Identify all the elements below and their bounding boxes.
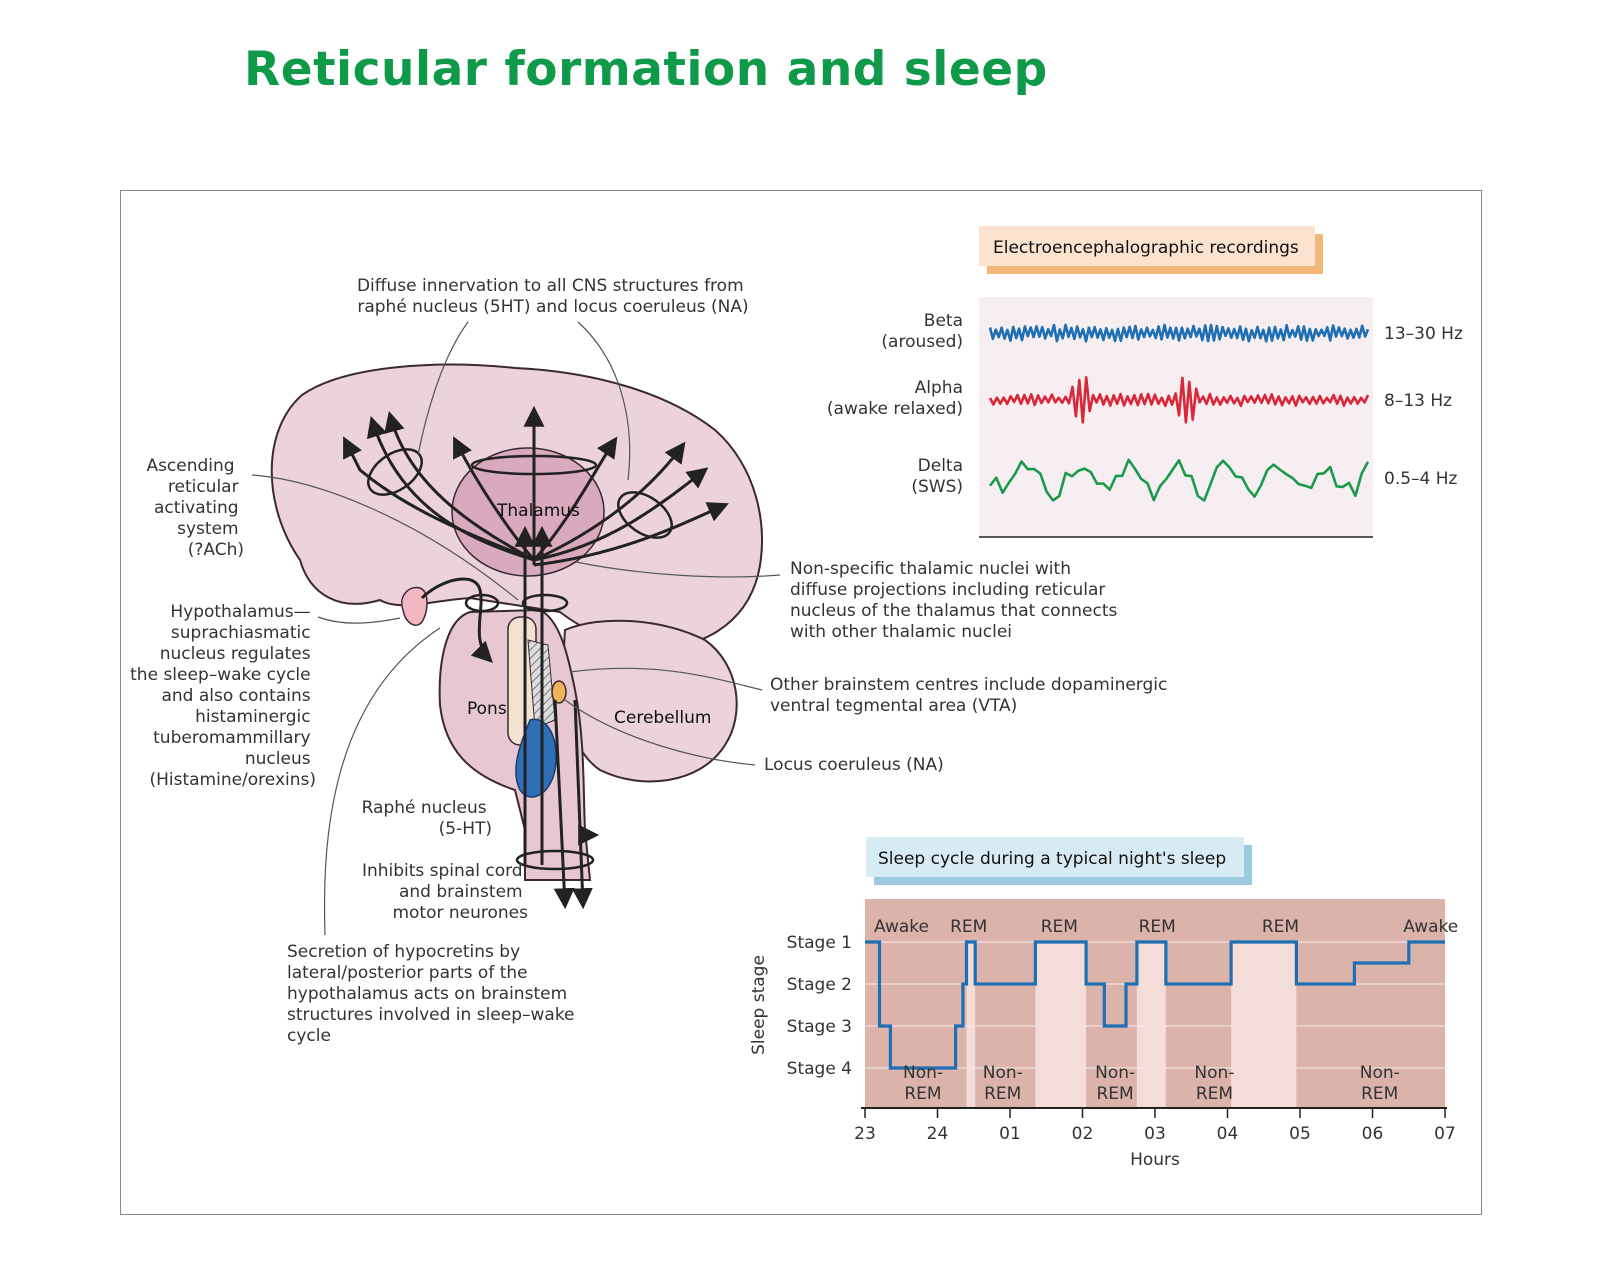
eeg-header: Electroencephalographic recordings bbox=[993, 238, 1299, 258]
eeg-trace-beta bbox=[988, 323, 1370, 343]
ascending-pathways bbox=[343, 405, 729, 865]
hypnogram-line bbox=[865, 940, 1445, 1070]
eeg-trace-delta bbox=[988, 458, 1370, 502]
x-tick-label: 04 bbox=[1217, 1124, 1239, 1144]
y-tick-label: Stage 1 bbox=[787, 933, 852, 953]
descending-pathways bbox=[553, 699, 600, 910]
cerebellum-shape bbox=[562, 619, 738, 783]
stage-period-label: REM bbox=[1041, 917, 1078, 937]
stage-period-label: REM bbox=[1139, 917, 1176, 937]
nonrem-label: Non- bbox=[903, 1063, 943, 1083]
x-tick-label: 03 bbox=[1144, 1124, 1166, 1144]
x-axis-label: Hours bbox=[1130, 1150, 1180, 1170]
eeg-wave-state: (aroused) bbox=[881, 332, 963, 352]
eeg-wave-name: Beta bbox=[924, 311, 963, 331]
figure-frame bbox=[120, 190, 1482, 1215]
eeg-wave-frequency: 8–13 Hz bbox=[1384, 391, 1452, 411]
nonrem-label: REM bbox=[1097, 1084, 1134, 1104]
y-axis-label: Sleep stage bbox=[749, 955, 769, 1055]
annotation-diffuse: Diffuse innervation to all CNS structure… bbox=[357, 276, 749, 317]
x-tick-label: 24 bbox=[927, 1124, 949, 1144]
stage-period-label: Awake bbox=[874, 917, 929, 937]
eeg-header-box bbox=[979, 226, 1315, 266]
eeg-wave-state: (SWS) bbox=[911, 477, 963, 497]
eeg-panel: Electroencephalographic recordings Beta(… bbox=[827, 226, 1463, 538]
stage-period-label: REM bbox=[950, 917, 987, 937]
nonrem-label: REM bbox=[1196, 1084, 1233, 1104]
sleep-cycle-panel: Sleep cycle during a typical night's sle… bbox=[749, 837, 1458, 1170]
x-tick-label: 23 bbox=[854, 1124, 876, 1144]
rem-band bbox=[1136, 942, 1166, 1108]
brainstem-shape bbox=[438, 608, 592, 881]
hypothalamus-shape bbox=[401, 586, 428, 626]
eeg-wave-frequency: 13–30 Hz bbox=[1384, 324, 1463, 344]
y-tick-label: Stage 3 bbox=[787, 1017, 852, 1037]
x-tick-label: 06 bbox=[1362, 1124, 1384, 1144]
rem-band bbox=[1035, 942, 1087, 1108]
leader-lines bbox=[251, 321, 781, 936]
eeg-wave-name: Delta bbox=[918, 456, 963, 476]
x-tick-label: 07 bbox=[1434, 1124, 1456, 1144]
hypothalamus-fiber bbox=[420, 577, 493, 663]
nonrem-label: Non- bbox=[983, 1063, 1023, 1083]
nonrem-label: Non- bbox=[1194, 1063, 1234, 1083]
eeg-traces bbox=[988, 323, 1370, 502]
y-tick-label: Stage 2 bbox=[787, 975, 852, 995]
annotation-nonspecific: Non-specific thalamic nuclei with diffus… bbox=[790, 559, 1123, 642]
x-tick-label: 05 bbox=[1289, 1124, 1311, 1144]
y-tick-label: Stage 4 bbox=[787, 1059, 852, 1079]
pathway-rings bbox=[367, 448, 673, 871]
pons-label: Pons bbox=[467, 699, 507, 719]
stage-period-label: Awake bbox=[1403, 917, 1458, 937]
rem-band bbox=[1231, 942, 1297, 1108]
nonrem-label: Non- bbox=[1360, 1063, 1400, 1083]
nonrem-label: REM bbox=[984, 1084, 1021, 1104]
x-tick-label: 02 bbox=[1072, 1124, 1094, 1144]
sleep-chart: Stage 1 Stage 2 Stage 3 Stage 4 Sleep stage 2… bbox=[749, 899, 1458, 1170]
annotation-hypocretins: Secretion of hypocretins by lateral/post… bbox=[287, 942, 580, 1046]
annotation-raphe: Raphé nucleus (5-HT) bbox=[362, 798, 492, 839]
stage-period-label: REM bbox=[1262, 917, 1299, 937]
eeg-wave-state: (awake relaxed) bbox=[827, 399, 963, 419]
nonrem-label: REM bbox=[904, 1084, 941, 1104]
cerebellum-label: Cerebellum bbox=[614, 708, 711, 728]
brain-illustration: Thalamus Pons Cerebellum bbox=[270, 363, 764, 910]
page-title: Reticular formation and sleep bbox=[244, 42, 1048, 97]
nonrem-label: REM bbox=[1361, 1084, 1398, 1104]
eeg-labels: Beta(aroused) 13–30 Hz Alpha(awake relaxed… bbox=[827, 311, 1463, 497]
annotation-inhibits: Inhibits spinal cord and brainstem motor… bbox=[362, 861, 528, 923]
annotation-hypothalamus: Hypothalamus— suprachiasmatic nucleus re… bbox=[130, 602, 316, 790]
sleep-header-box bbox=[866, 837, 1244, 877]
eeg-wave-name: Alpha bbox=[915, 378, 963, 398]
sleep-header: Sleep cycle during a typical night's sle… bbox=[878, 849, 1226, 869]
nonrem-label: Non- bbox=[1095, 1063, 1135, 1083]
rem-band bbox=[966, 942, 976, 1108]
locus-coeruleus-shape bbox=[551, 680, 567, 704]
x-tick-label: 01 bbox=[999, 1124, 1021, 1144]
annotation-aras: Ascending reticular activating system (?… bbox=[146, 456, 244, 560]
annotation-locus: Locus coeruleus (NA) bbox=[764, 755, 944, 775]
thalamus-label: Thalamus bbox=[496, 501, 580, 521]
eeg-wave-frequency: 0.5–4 Hz bbox=[1384, 469, 1458, 489]
annotation-other-brainstem: Other brainstem centres include dopamine… bbox=[770, 675, 1173, 716]
eeg-trace-alpha bbox=[988, 376, 1370, 424]
